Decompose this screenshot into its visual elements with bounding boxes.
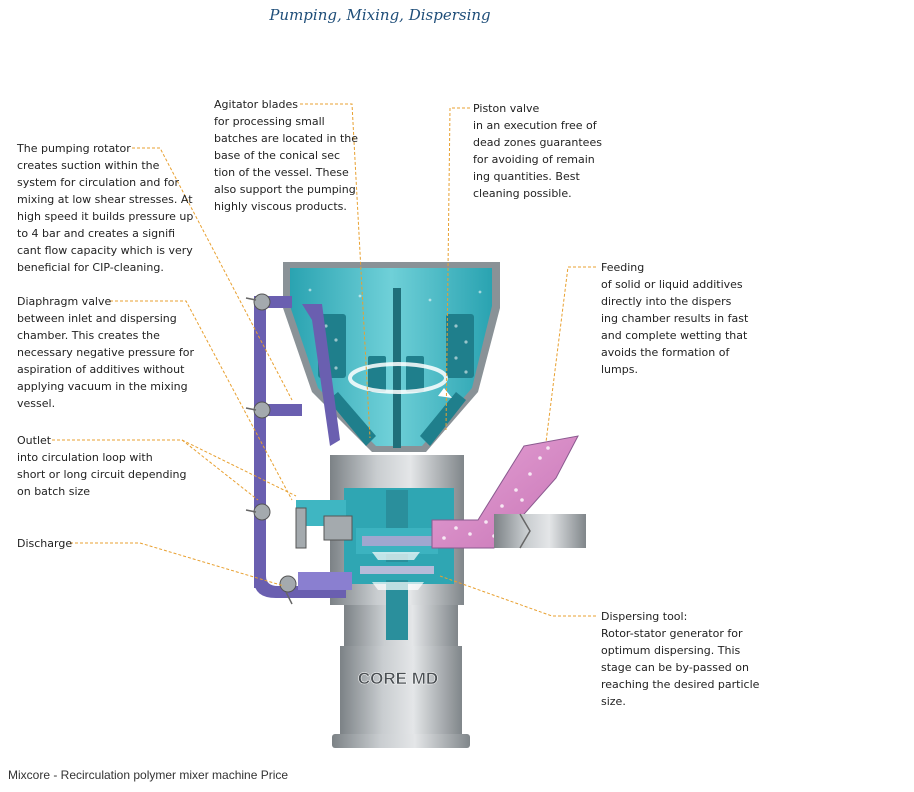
- callout-body: into circulation loop with short or long…: [17, 451, 187, 498]
- callout-diaphragm-valve: Diaphragm valve between inlet and disper…: [17, 293, 202, 412]
- rotor-stator: [348, 490, 446, 640]
- feed-chute: [431, 435, 579, 549]
- callout-body: between inlet and dispersing chamber. Th…: [17, 312, 195, 410]
- callout-head: Outlet: [17, 434, 52, 447]
- callout-body: of solid or liquid additives directly in…: [601, 278, 749, 376]
- callout-feeding: Feeding of solid or liquid additives dir…: [601, 259, 761, 378]
- page-title: Pumping, Mixing, Dispersing: [269, 6, 491, 24]
- callout-head: Diaphragm valve: [17, 295, 112, 308]
- brand-label: CORE MD: [358, 669, 438, 688]
- valve-icons: [253, 293, 353, 593]
- callout-head: Feeding: [601, 261, 645, 274]
- callout-head: Agitator blades: [214, 98, 298, 111]
- callout-head: Dispersing tool:: [601, 610, 688, 623]
- callout-body: in an execution free of dead zones guara…: [473, 119, 602, 200]
- callout-head: Discharge: [17, 537, 73, 550]
- callout-outlet: Outlet into circulation loop with short …: [17, 432, 202, 500]
- callout-pumping-rotator: The pumping rotator creates suction with…: [17, 140, 202, 276]
- callout-piston-valve: Piston valve in an execution free of dea…: [473, 100, 613, 202]
- leader-lines: [52, 103, 596, 617]
- callout-body: creates suction within the system for ci…: [17, 159, 194, 274]
- callout-discharge: Discharge: [17, 535, 117, 552]
- image-caption: Mixcore - Recirculation polymer mixer ma…: [8, 768, 289, 782]
- mixing-vessel: [283, 262, 500, 452]
- callout-agitator-blades: Agitator blades for processing small bat…: [214, 96, 364, 215]
- callout-body: Rotor-stator generator for optimum dispe…: [601, 627, 760, 708]
- callout-head: Piston valve: [473, 102, 540, 115]
- callout-body: for processing small batches are located…: [214, 115, 359, 213]
- outlet-pipe-right: [494, 513, 586, 549]
- valve-handles: [245, 297, 293, 605]
- callout-head: The pumping rotator: [17, 142, 131, 155]
- callout-dispersing-tool: Dispersing tool: Rotor-stator generator …: [601, 608, 771, 710]
